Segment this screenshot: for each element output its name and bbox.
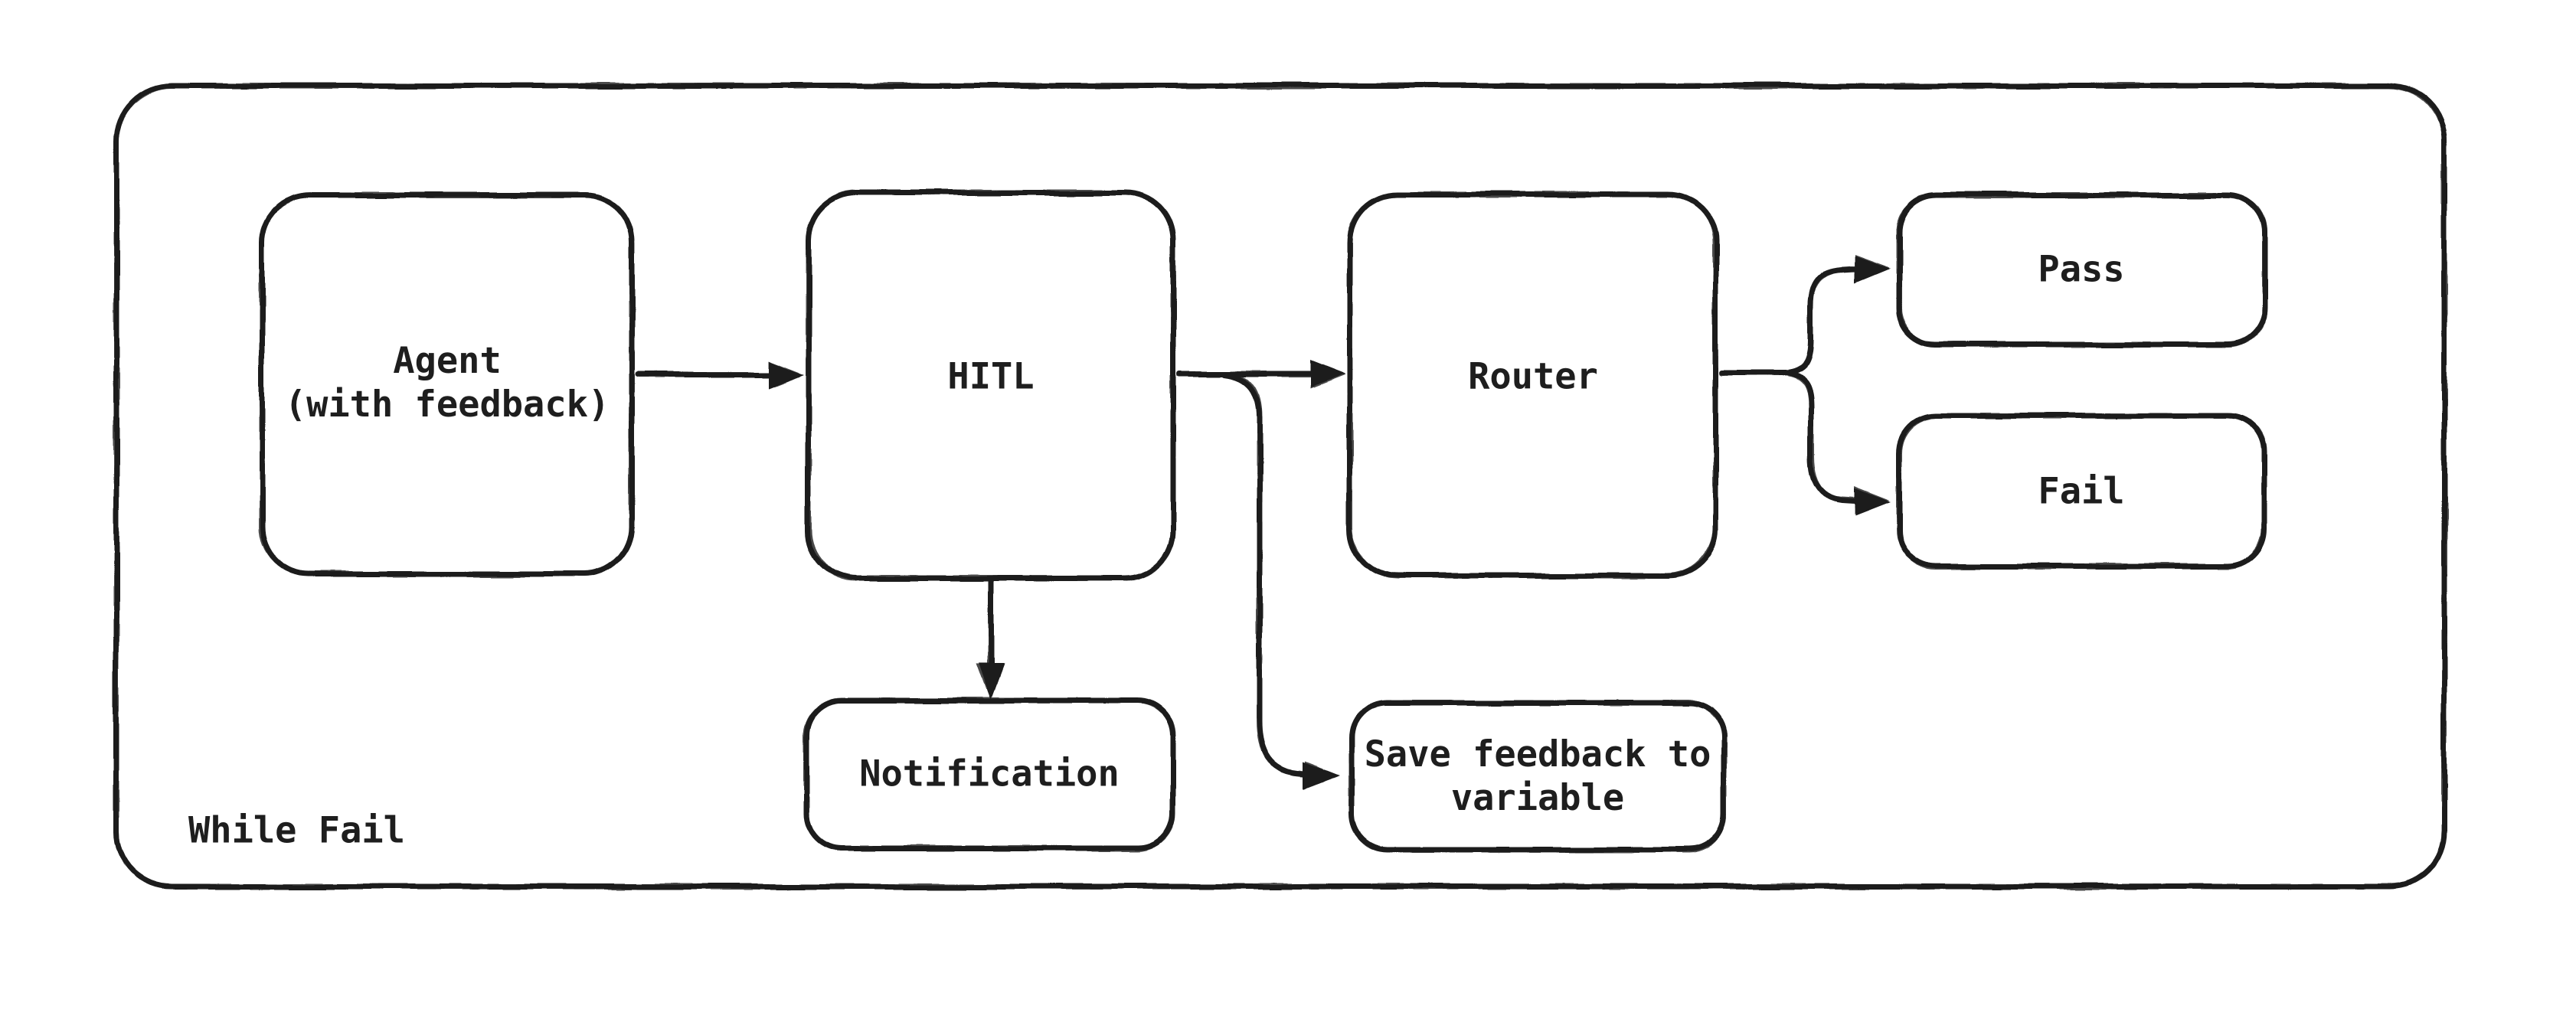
node-fail-label: Fail	[2038, 470, 2125, 513]
arrow-router-to-pass	[1787, 266, 1858, 376]
arrow-router-to-fail	[1787, 371, 1858, 504]
node-pass-label: Pass	[2038, 248, 2125, 291]
node-notification-label: Notification	[859, 753, 1120, 795]
node-hitl-label: HITL	[947, 355, 1035, 398]
while-fail-container-label: While Fail	[188, 809, 405, 852]
arrow-hitl-to-save-feedback	[1222, 371, 1307, 777]
node-router-label: Router	[1468, 355, 1598, 398]
node-agent-label: Agent (with feedback)	[284, 340, 610, 426]
node-save-feedback-label: Save feedback to variable	[1364, 733, 1711, 819]
